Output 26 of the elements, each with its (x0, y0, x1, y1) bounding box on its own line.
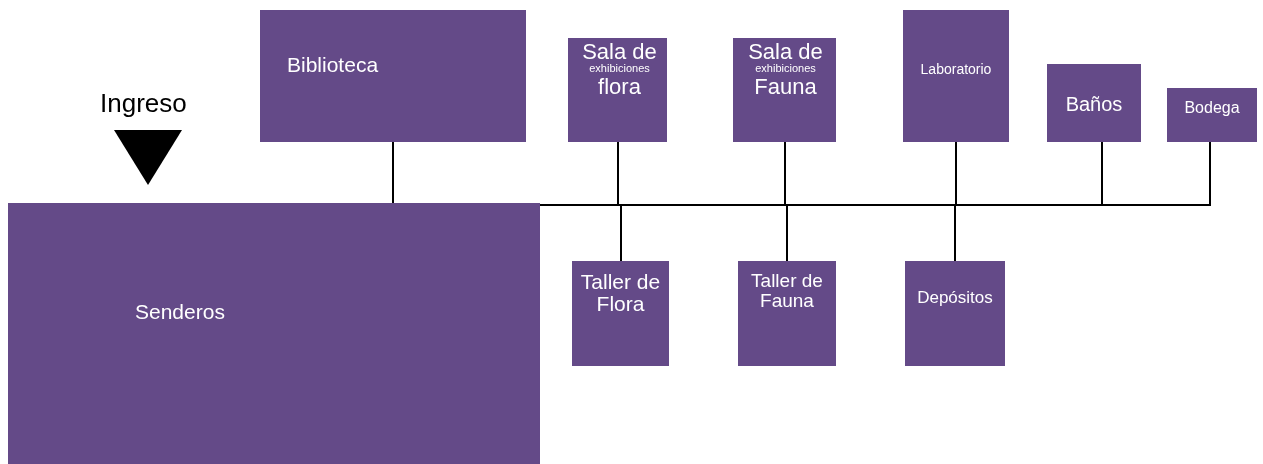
room-box (568, 38, 667, 142)
room-box (260, 10, 526, 142)
room-label: Sala de (582, 40, 657, 64)
room-label: Sala de (748, 40, 823, 64)
room-label: exhibiciones (589, 63, 650, 75)
room-box (1047, 64, 1141, 142)
room-box (733, 38, 836, 142)
room-box (905, 261, 1005, 366)
room-label: exhibiciones (755, 63, 816, 75)
room-label: Bodega (1184, 100, 1240, 117)
room-label: flora (598, 74, 641, 98)
room-label: Senderos (135, 301, 225, 324)
room-label: Laboratorio (920, 62, 992, 77)
room-box (1167, 88, 1257, 142)
room-label: Baños (1065, 94, 1123, 115)
room-label: Fauna (754, 74, 817, 98)
room-label: Depósitos (917, 289, 993, 307)
room-box (738, 261, 836, 366)
room-box (8, 203, 540, 464)
entrance-label: Ingreso (100, 88, 187, 119)
connector-line (392, 141, 394, 204)
room-label: Taller de Fauna (750, 271, 824, 311)
room-label: Taller de Flora (579, 271, 662, 316)
room-box (572, 261, 669, 366)
room-label: Biblioteca (287, 54, 379, 77)
room-box (903, 10, 1009, 142)
